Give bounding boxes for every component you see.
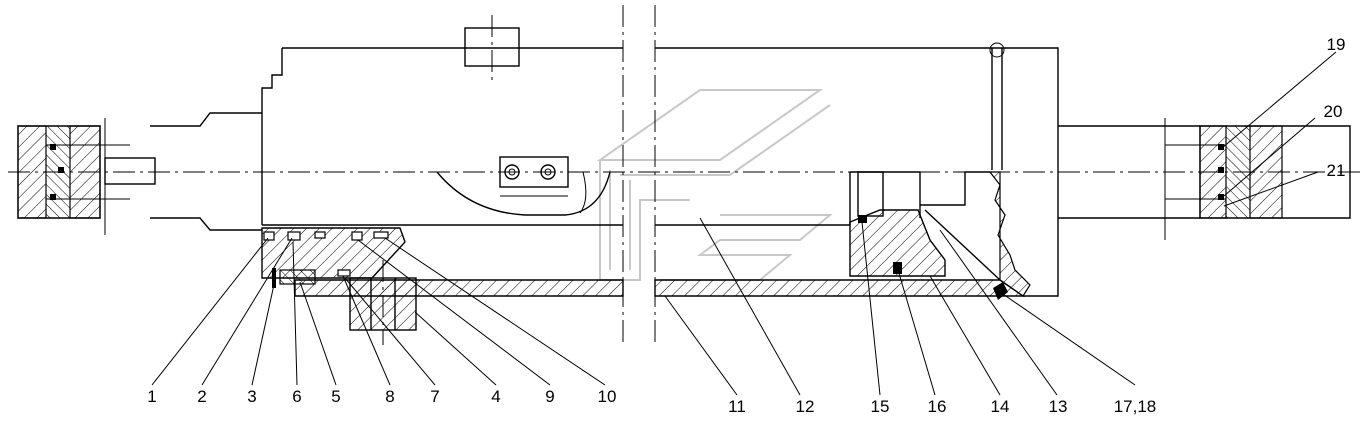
callout-13: 13	[1049, 397, 1068, 416]
cylinder-tube-wall	[294, 279, 1026, 297]
valve-block	[499, 156, 569, 188]
callout-20: 20	[1324, 102, 1343, 121]
leader-lines	[151, 51, 1337, 396]
callout-12: 12	[796, 397, 815, 416]
callout-7: 7	[430, 387, 439, 406]
callout-21: 21	[1327, 161, 1346, 180]
callout-9: 9	[545, 387, 554, 406]
callout-2: 2	[197, 387, 206, 406]
callout-6: 6	[292, 387, 301, 406]
port-boss	[464, 27, 520, 67]
callout-19: 19	[1327, 35, 1346, 54]
callout-14: 14	[991, 397, 1010, 416]
callout-3: 3	[247, 387, 256, 406]
cylinder-body	[261, 27, 1059, 297]
callout-15: 15	[871, 397, 890, 416]
callout-5: 5	[331, 387, 340, 406]
left-eye-bearing	[17, 118, 130, 235]
callout-11: 11	[728, 397, 746, 416]
right-eye-bearing	[1058, 118, 1351, 240]
watermark-logo	[596, 89, 833, 281]
callout-17-18: 17,18	[1114, 397, 1157, 416]
piston-section	[849, 171, 1031, 300]
callout-4: 4	[491, 387, 500, 406]
callout-10: 10	[598, 387, 617, 406]
callout-16: 16	[928, 397, 947, 416]
callout-labels: 1 2 3 6 5 8 7 4 9 10 11 12 15 16 14 13 1…	[147, 35, 1345, 416]
callout-8: 8	[385, 387, 394, 406]
callout-1: 1	[147, 387, 156, 406]
